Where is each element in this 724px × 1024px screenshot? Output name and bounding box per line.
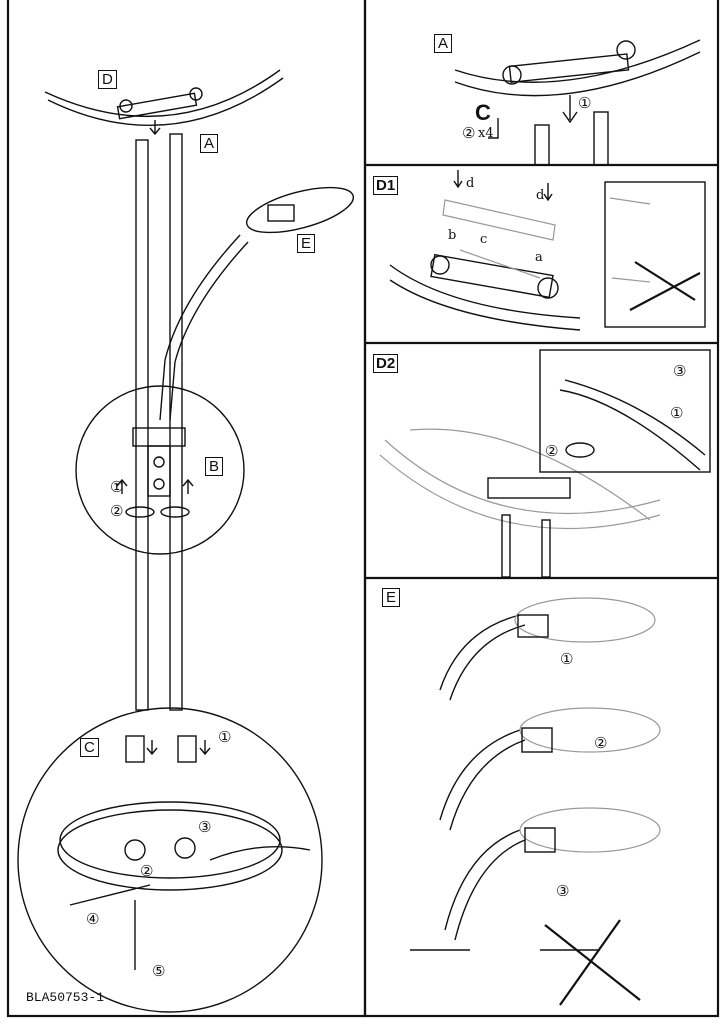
letter-c: c xyxy=(480,232,488,247)
step-3-mark: ③ xyxy=(673,362,687,380)
step-3-mark: ③ xyxy=(198,818,212,836)
panel-a-drawing xyxy=(454,39,701,166)
panel-label-d2: D2 xyxy=(373,354,399,373)
letter-d: d xyxy=(536,188,545,203)
document-code: BLA50753-1 xyxy=(26,990,105,1005)
panel-label-a: A xyxy=(200,134,219,153)
step-1-mark: ① xyxy=(218,728,232,746)
step-1-mark: ① xyxy=(578,94,592,112)
panel-label-c: C xyxy=(80,738,99,757)
hex-key-label: C xyxy=(475,100,491,125)
step-3-mark: ③ xyxy=(556,882,570,900)
step-2-mark: ② xyxy=(140,862,154,880)
step-5-mark: ⑤ xyxy=(152,962,166,980)
letter-b: b xyxy=(448,228,457,243)
letter-a: a xyxy=(535,250,543,265)
right-panel-frame xyxy=(363,0,720,1018)
step-2-mark: ② xyxy=(545,442,559,460)
quantity-label: x4 xyxy=(478,126,494,141)
detail-circle-c xyxy=(17,707,323,1013)
step-2-mark: ② xyxy=(594,734,608,752)
panel-label-e-right: E xyxy=(382,588,401,607)
detail-circle-b xyxy=(75,385,245,555)
panel-e-drawing xyxy=(410,597,661,1006)
step-1-mark: ① xyxy=(560,650,574,668)
letter-d: d xyxy=(466,176,475,191)
step-1-mark: ① xyxy=(670,404,684,422)
panel-d2-drawing xyxy=(379,349,711,578)
step-2-mark: ② xyxy=(110,502,124,520)
panel-label-a-right: A xyxy=(434,34,453,53)
step-1-mark: ① xyxy=(110,478,124,496)
panel-label-d: D xyxy=(98,70,117,89)
step-2-mark: ② xyxy=(462,124,476,142)
panel-d1-drawing xyxy=(389,170,706,331)
reading-arm-drawing xyxy=(159,186,355,421)
step-4-mark: ④ xyxy=(86,910,100,928)
panel-label-d1: D1 xyxy=(373,176,399,195)
panel-label-e: E xyxy=(297,234,316,253)
lamp-head-drawing xyxy=(44,69,284,136)
panel-label-b: B xyxy=(205,457,224,476)
